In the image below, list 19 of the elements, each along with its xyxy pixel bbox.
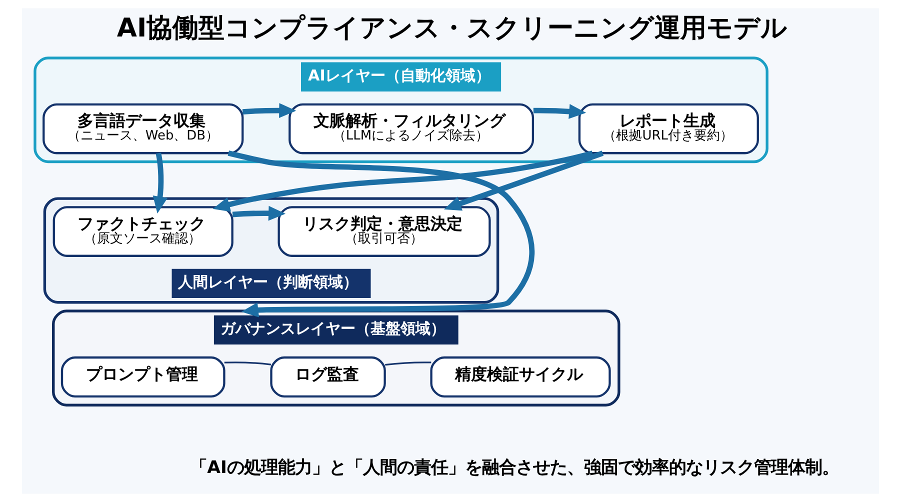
arrow [444, 150, 604, 211]
node-box: ファクトチェック （原文ソース確認） [52, 206, 233, 257]
node-box: 多言語データ収集 （ニュース、Web、DB） [42, 103, 244, 154]
arrow [227, 150, 534, 318]
node-box: ログ監査 [270, 356, 386, 398]
node-box: 精度検証サイクル [430, 356, 610, 398]
arrow [212, 150, 593, 212]
arrow [152, 152, 168, 214]
node-box: リスク判定・意思決定 （取引可否） [277, 206, 490, 257]
connector [384, 362, 431, 366]
arrow [532, 104, 586, 119]
node-box: レポート生成 （根拠URL付き要約） [578, 103, 758, 154]
arrow [242, 103, 296, 118]
diagram-title: AI協働型コンプライアンス・スクリーニング運用モデル [116, 14, 788, 44]
arrow [232, 206, 286, 221]
connector [224, 362, 271, 366]
caption: 「AIの処理能力」と「人間の責任」を融合させた、強固で効率的なリスク管理体制。 [190, 458, 838, 478]
node-box: 文脈解析・フィルタリング （LLMによるノイズ除去） [288, 103, 534, 154]
node-box: プロンプト管理 [60, 356, 225, 398]
